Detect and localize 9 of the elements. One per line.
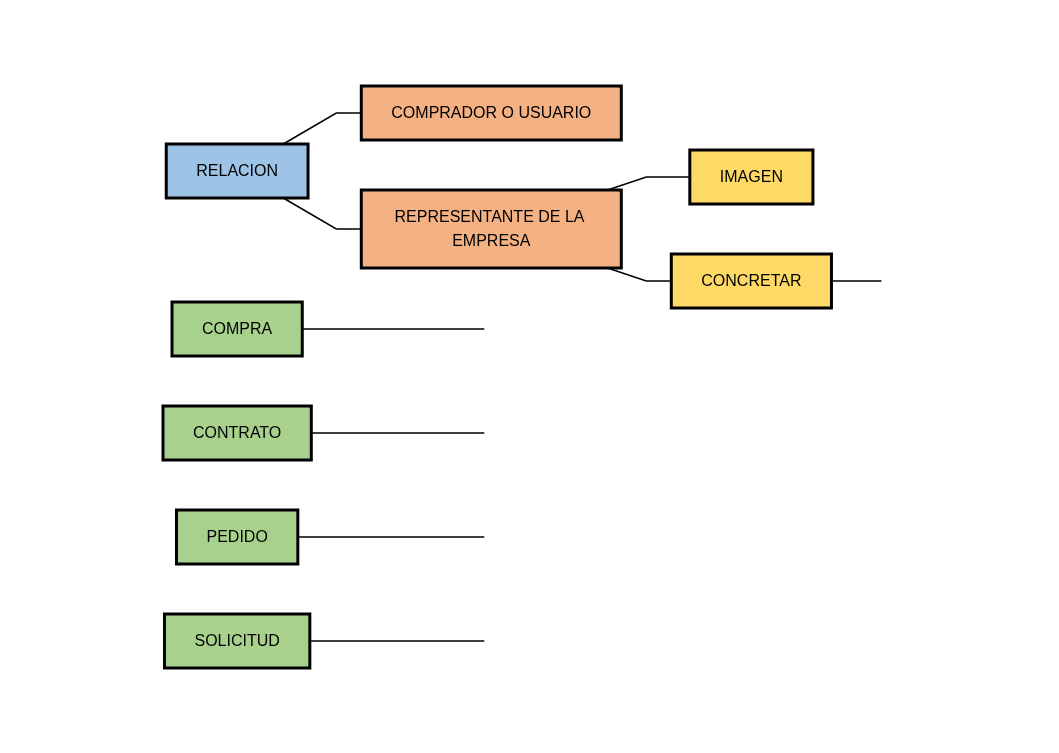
node-box: COMPRA <box>170 300 305 357</box>
node-box: SOLICITUD <box>163 612 312 669</box>
node-box: COMPRADOR O USUARIO <box>360 84 624 141</box>
node-box: IMAGEN <box>688 148 815 205</box>
node-box: CONTRATO <box>161 404 314 461</box>
node-box: REPRESENTANTE DE LA EMPRESA <box>360 188 624 269</box>
node-box: CONCRETAR <box>670 252 834 309</box>
node-box: RELACION <box>165 142 310 199</box>
node-box: PEDIDO <box>175 508 300 565</box>
